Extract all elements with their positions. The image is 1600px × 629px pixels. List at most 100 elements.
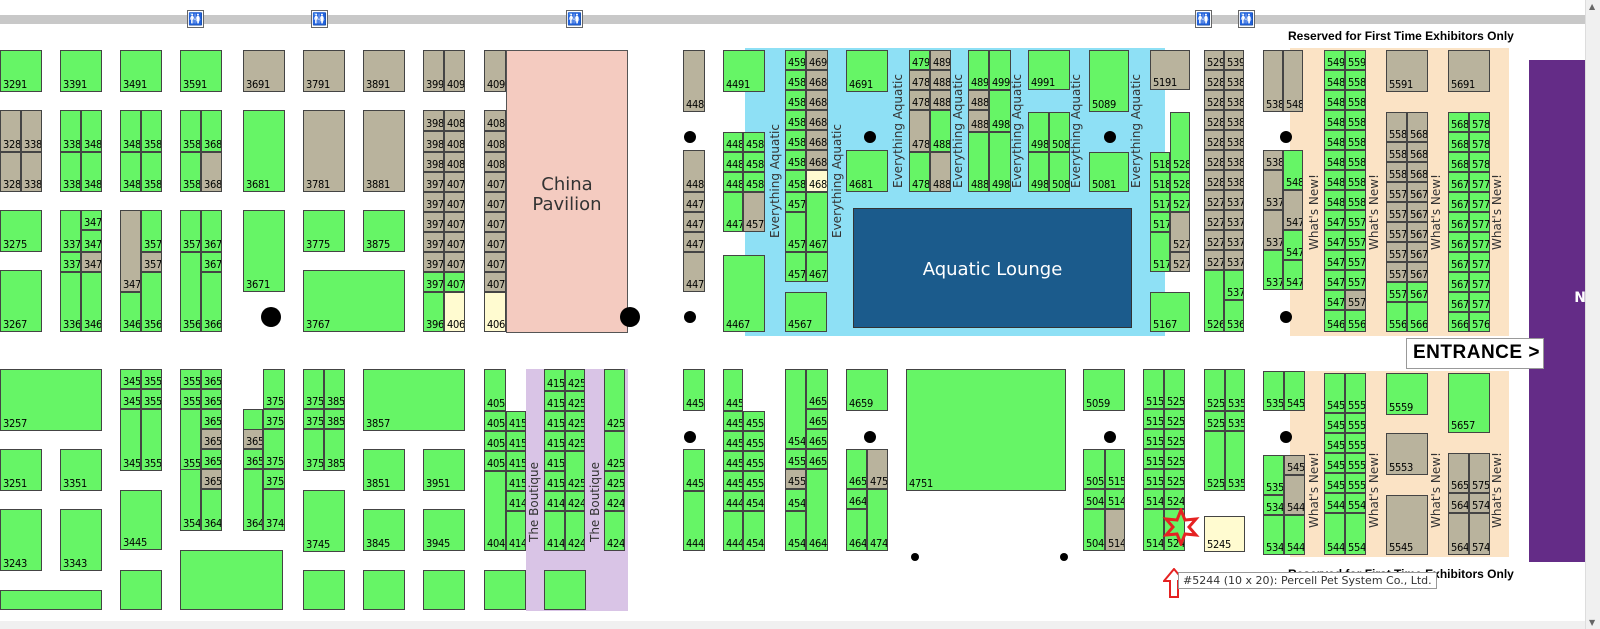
booth[interactable]: 468 <box>806 110 828 130</box>
booth[interactable]: 528 <box>1170 112 1190 172</box>
booth[interactable]: 398 <box>423 152 444 172</box>
booth[interactable]: 346 <box>120 292 141 332</box>
booth[interactable]: 538 <box>1224 70 1244 90</box>
booth[interactable]: 564 <box>1448 493 1469 513</box>
booth[interactable]: 528 <box>1204 150 1224 170</box>
booth[interactable]: 558 <box>1345 170 1366 190</box>
booth[interactable]: 465 <box>806 369 828 409</box>
booth[interactable]: 567 <box>1407 222 1428 242</box>
booth[interactable]: 555 <box>1345 433 1366 453</box>
booth[interactable]: 408 <box>484 152 506 172</box>
booth[interactable]: 557 <box>1386 282 1407 302</box>
booth[interactable]: 425 <box>604 471 625 491</box>
booth[interactable]: 455 <box>743 411 765 431</box>
booth[interactable]: 545 <box>1284 455 1305 475</box>
booth[interactable]: 364 <box>201 489 222 531</box>
booth[interactable]: 407 <box>484 272 506 292</box>
booth[interactable]: 527 <box>1170 252 1190 272</box>
booth[interactable]: 338 <box>60 152 81 192</box>
booth[interactable]: 415 <box>544 411 565 431</box>
booth[interactable]: 458 <box>785 130 806 150</box>
booth[interactable]: 358 <box>180 110 201 152</box>
booth[interactable]: 515 <box>1143 369 1164 409</box>
booth[interactable]: 397 <box>423 212 444 232</box>
booth[interactable]: 356 <box>141 272 162 332</box>
booth[interactable]: 364 <box>243 469 263 531</box>
booth[interactable]: 445 <box>723 471 743 491</box>
booth[interactable]: 337 <box>60 210 81 252</box>
booth[interactable]: 5245 <box>1204 516 1245 552</box>
booth[interactable]: 475 <box>867 449 888 489</box>
booth[interactable]: 358 <box>180 152 201 192</box>
booth[interactable]: 465 <box>806 409 828 429</box>
booth[interactable]: 528 <box>1204 130 1224 150</box>
booth[interactable]: 556 <box>1386 302 1407 332</box>
booth[interactable]: 518 <box>1150 152 1170 172</box>
booth[interactable]: 367 <box>201 252 222 272</box>
booth[interactable]: 455 <box>785 469 806 489</box>
booth[interactable]: 577 <box>1469 172 1490 192</box>
booth[interactable]: 407 <box>484 172 506 192</box>
booth[interactable]: 454 <box>785 369 806 449</box>
booth[interactable]: 358 <box>141 152 162 192</box>
booth[interactable]: 346 <box>81 272 102 332</box>
booth[interactable]: 525 <box>1204 411 1225 431</box>
booth[interactable]: 445 <box>723 369 743 411</box>
booth[interactable]: 375 <box>303 429 324 471</box>
booth[interactable]: 465 <box>806 449 828 469</box>
booth[interactable]: 498 <box>989 132 1011 192</box>
booth[interactable]: 534 <box>1263 515 1284 555</box>
booth[interactable]: 567 <box>1448 212 1469 232</box>
booth[interactable]: 5081 <box>1089 152 1129 192</box>
booth[interactable]: 535 <box>1225 431 1245 491</box>
booth[interactable]: 3681 <box>243 110 285 192</box>
booth[interactable]: 445 <box>683 369 705 411</box>
booth[interactable]: 548 <box>1324 190 1345 210</box>
booth[interactable]: 525 <box>1164 449 1185 469</box>
booth[interactable]: 577 <box>1469 252 1490 272</box>
booth[interactable]: 345 <box>120 369 141 389</box>
booth[interactable]: 538 <box>1263 50 1283 112</box>
booth[interactable]: 407 <box>444 252 465 272</box>
booth[interactable]: 567 <box>1448 192 1469 212</box>
booth[interactable]: 557 <box>1345 210 1366 230</box>
booth[interactable]: 557 <box>1386 262 1407 282</box>
booth[interactable]: 488 <box>968 110 989 132</box>
booth[interactable]: 518 <box>1150 172 1170 192</box>
booth[interactable]: 357 <box>141 252 162 272</box>
booth[interactable]: 555 <box>1345 453 1366 473</box>
booth[interactable]: 557 <box>1345 250 1366 270</box>
booth[interactable]: 514 <box>1105 509 1125 551</box>
booth[interactable]: 408 <box>484 110 506 131</box>
booth[interactable]: 567 <box>1407 202 1428 222</box>
booth[interactable]: 4567 <box>785 292 827 332</box>
booth[interactable]: 478 <box>909 110 930 152</box>
booth[interactable]: 3257 <box>0 369 102 431</box>
booth[interactable]: 414 <box>506 511 526 551</box>
booth[interactable]: 548 <box>1324 70 1345 90</box>
booth[interactable]: 498 <box>989 90 1011 132</box>
booth[interactable]: 537 <box>1263 170 1283 210</box>
booth[interactable]: 415 <box>506 451 526 471</box>
booth[interactable]: 355 <box>180 409 201 471</box>
booth[interactable]: 567 <box>1448 172 1469 192</box>
booth[interactable]: 355 <box>180 389 201 409</box>
booth[interactable]: 479 <box>909 50 930 70</box>
booth[interactable]: 478 <box>909 70 930 90</box>
booth[interactable]: 414 <box>506 491 526 511</box>
booth[interactable]: 348 <box>120 110 141 152</box>
booth[interactable]: 564 <box>1448 513 1469 555</box>
booth[interactable]: 457 <box>785 252 806 282</box>
booth[interactable]: 3951 <box>423 449 465 491</box>
booth[interactable]: 345 <box>120 409 141 471</box>
booth[interactable]: 558 <box>1386 162 1407 182</box>
booth[interactable]: 365 <box>201 429 222 449</box>
booth[interactable]: 3791 <box>303 50 345 92</box>
booth[interactable]: 448 <box>723 152 743 172</box>
booth[interactable]: 539 <box>1224 50 1244 70</box>
booth[interactable]: 499 <box>989 50 1011 90</box>
booth[interactable]: 399 <box>423 50 444 92</box>
booth[interactable]: 3945 <box>423 509 465 551</box>
booth[interactable]: 448 <box>723 172 743 192</box>
booth[interactable]: 407 <box>444 232 465 252</box>
